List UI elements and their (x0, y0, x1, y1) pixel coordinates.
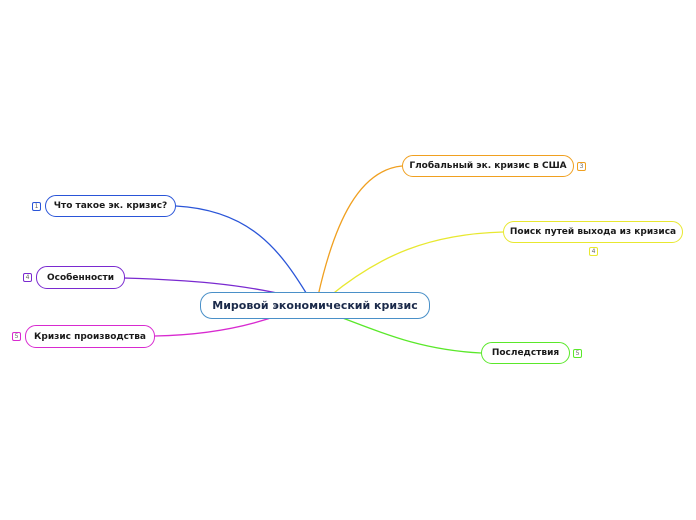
branch-node-global-crisis-usa[interactable]: Глобальный эк. кризис в США (402, 155, 574, 177)
count-badge[interactable]: 5 (12, 332, 21, 341)
branch-node-search-ways-out[interactable]: Поиск путей выхода из кризиса (503, 221, 683, 243)
branch-label: Последствия (491, 348, 560, 358)
count-badge[interactable]: 3 (577, 162, 586, 171)
branch-node-production-crisis[interactable]: Кризис производства (25, 325, 155, 348)
connector-search-ways-out (329, 231, 504, 297)
branch-node-consequences[interactable]: Последствия (481, 342, 570, 364)
connector-what-is-crisis (175, 205, 309, 297)
count-badge[interactable]: 5 (573, 349, 582, 358)
branch-label: Что такое эк. кризис? (53, 201, 168, 211)
root-node-label: Мировой экономический кризис (212, 299, 418, 312)
connector-consequences (339, 316, 482, 354)
count-badge[interactable]: 4 (589, 247, 598, 256)
branch-label: Кризис производства (34, 331, 146, 342)
branch-label: Особенности (46, 272, 115, 283)
branch-label: Глобальный эк. кризис в США (409, 161, 567, 171)
connector-global-crisis-usa (317, 165, 403, 297)
root-node[interactable]: Мировой экономический кризис (200, 292, 430, 319)
count-badge[interactable]: 4 (23, 273, 32, 282)
count-badge[interactable]: 1 (32, 202, 41, 211)
branch-node-what-is-crisis[interactable]: Что такое эк. кризис? (45, 195, 176, 217)
branch-node-features[interactable]: Особенности (36, 266, 125, 289)
branch-label: Поиск путей выхода из кризиса (509, 227, 677, 237)
